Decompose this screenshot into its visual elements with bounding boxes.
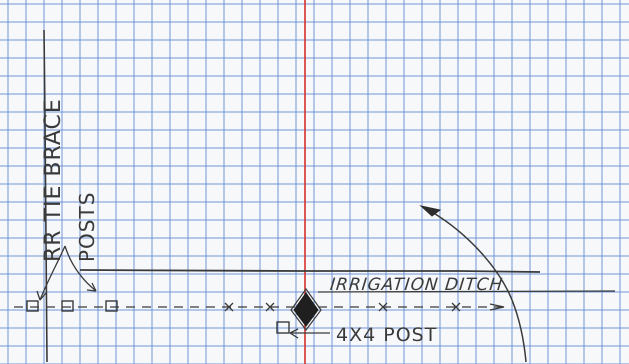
4x4-post-label: 4X4 POST: [336, 324, 437, 346]
post-square-3: [105, 300, 118, 312]
diamond-marker: [293, 292, 319, 327]
rr-tie-brace-label: RR TIE BRACE: [41, 98, 66, 262]
post-square-2: [61, 300, 74, 312]
posts-label: POSTS: [75, 192, 99, 262]
x-marks: [224, 302, 461, 312]
diamond-marker-outline: [290, 287, 322, 331]
post-square-1: [26, 300, 39, 312]
ditch-curve-arrowhead: [419, 205, 442, 217]
ditch-arrow-right: [489, 303, 505, 311]
irrigation-ditch-label: IRRIGATION DITCH: [329, 275, 504, 295]
rr-tie-brace-line: [43, 29, 48, 363]
4x4-post-arrow: [289, 328, 330, 339]
ditch-curve-arc: [431, 211, 527, 363]
irrigation-ditch-line: [79, 269, 541, 273]
irrigation-ditch-underline: [317, 290, 616, 293]
posts-arrows: [36, 245, 97, 301]
4x4-post-square: [276, 321, 290, 334]
